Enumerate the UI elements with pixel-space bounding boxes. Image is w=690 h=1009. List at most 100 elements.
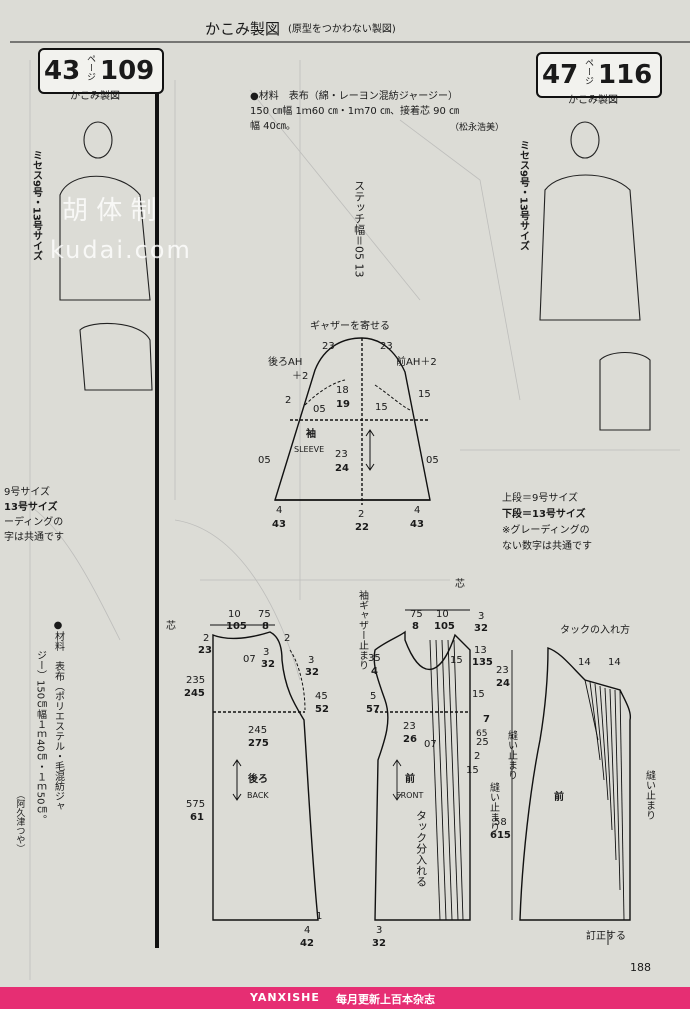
back-n42: 42 [300,938,314,949]
page-number: 188 [630,961,651,974]
back-kouka: 芯 [166,621,176,632]
materials-line3: 幅 40㎝。 [250,121,296,132]
front-n5: 5 [370,691,377,702]
materials-credit: （松永浩美） [450,123,505,133]
back-name-en: BACK [247,791,269,800]
back-n8: 8 [262,621,269,632]
sleeve-front-ah: 前AH＋2 [396,357,437,368]
sleeve-n15a: 15 [375,402,388,413]
back-n275: 275 [248,738,269,749]
sleeve-n15b: 15 [418,389,431,400]
right-pattern-num: 116 [598,60,653,90]
front-n26: 26 [403,734,417,745]
left-page-num: 43 [44,56,81,86]
front-n4: 4 [371,666,378,677]
right-badge: 47 ページ 116 [536,52,662,98]
sleeve-n05a: 05 [313,404,326,415]
sleeve-n23b: 23 [380,341,393,352]
front-sew-stop2: 縫い止まり [487,782,499,832]
front-n32b: 32 [372,938,386,949]
front-n35: 35 [368,653,381,664]
left-note-2: 13号サイズ [4,502,58,513]
front-n15: 15 [450,655,463,666]
sleeve-n2: 2 [285,395,292,406]
left-note-3: ーディングの [4,517,64,528]
front-n23: 23 [496,665,509,676]
front-n24: 24 [496,678,510,689]
left-pattern-num: 109 [100,56,155,86]
sleeve-n2b: 2 [358,509,365,520]
sleeve-n22: 22 [355,522,369,533]
back-name: 後ろ [248,774,268,785]
tuck-title: タックの入れ方 [560,625,630,636]
back-n2b: 2 [284,633,291,644]
front-sew-stop: 縫い止まり [505,730,517,780]
tuck-sew-stop: 縫い止まり [643,770,655,820]
sleeve-gather: ギャザーを寄せる [310,321,390,332]
front-n13: 13 [474,645,487,656]
sleeve-n05b: 05 [258,455,271,466]
footer-bar: YANXISHE 每月更新上百本杂志 [0,987,690,1009]
back-n32: 32 [261,659,275,670]
front-n105: 105 [434,621,455,632]
front-n15c: 15 [466,765,479,776]
back-n75: 75 [258,609,271,620]
right-size-label: ミセス9号・13号サイズ [517,140,529,251]
front-n8: 8 [412,621,419,632]
left-note-1: 9号サイズ [4,487,51,498]
right-note-1: 上段＝9号サイズ [502,493,579,504]
footer-slogan: 每月更新上百本杂志 [336,993,435,1006]
left-materials-col2: ジー）150㎝幅１ｍ40㎝・１ｍ50㎝。 [34,650,46,825]
sleeve-n05c: 05 [426,455,439,466]
right-badge-caption: かこみ製図 [568,95,618,106]
back-n61: 61 [190,812,204,823]
front-tuck-label: タック分入れる [414,810,428,887]
front-n58: 58 [494,817,507,828]
front-n25: 25 [476,737,489,748]
front-n23b: 23 [403,721,416,732]
materials-line1: ●材料 表布（綿・レーヨン混紡ジャージー） [250,91,459,102]
back-n105: 105 [226,621,247,632]
front-name-en: FRONT [396,791,424,800]
sleeve-n23c: 23 [335,449,348,460]
sleeve-n24: 24 [335,463,349,474]
left-size-label: ミセス9号・13号サイズ [30,150,42,261]
watermark-cn: 胡 体 制 [62,196,157,226]
sleeve-back-ah2: ＋2 [292,371,309,382]
front-n7: 7 [483,714,490,725]
front-n65: 65 [476,729,488,739]
back-n45: 45 [315,691,328,702]
back-n4: 4 [304,925,311,936]
sleeve-name: 袖 [306,429,316,440]
left-badge-caption: かこみ製図 [70,91,120,102]
back-n235: 235 [186,675,206,686]
tuck-n14b: 14 [608,657,621,668]
right-note-2: 下段＝13号サイズ [502,509,586,520]
front-gather-stop: 袖ギャザー止まり [356,590,368,670]
page-header-title: かこみ製図 [205,20,281,38]
front-n15b: 15 [472,689,485,700]
front-n135: 135 [472,657,493,668]
back-n07: 07 [243,654,256,665]
back-n52: 52 [315,704,329,715]
back-n10: 10 [228,609,241,620]
right-note-3: ※グレーディングの [502,525,590,536]
front-n2: 2 [474,751,481,762]
left-materials-col1: ●材料 表布（ポリエステル・毛混紡ジャ [52,620,64,811]
front-n615: 615 [490,830,511,841]
page-header-subtitle: (原型をつかわない製図) [288,24,396,35]
materials-line2: 150 ㎝幅 1ｍ60 ㎝・1ｍ70 ㎝、接着芯 90 ㎝ [250,106,460,117]
front-n10: 10 [436,609,449,620]
back-n245: 245 [184,688,205,699]
left-note-4: 字は共通です [4,532,64,543]
front-kouka: 芯 [455,579,465,590]
sleeve-n19: 19 [336,399,350,410]
back-n245b: 245 [248,725,268,736]
right-page-label: ページ [583,58,593,85]
right-page-num: 47 [542,60,579,90]
sleeve-n4a: 4 [276,505,283,516]
sleeve-name-en: SLEEVE [294,445,325,454]
back-n575: 575 [186,799,206,810]
back-n23: 23 [198,645,212,656]
